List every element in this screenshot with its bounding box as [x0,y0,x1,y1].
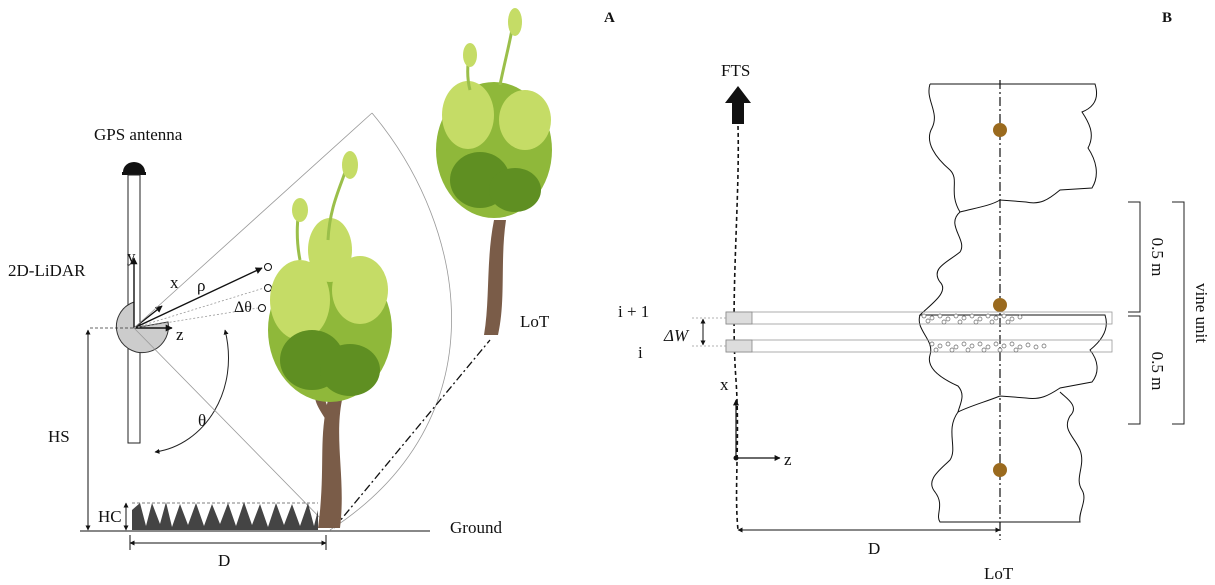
vine-unit-label: vine unit [1192,283,1211,343]
line-of-trees [333,339,491,529]
canopy-outline-left-mid [918,314,963,413]
scan-field-arc [329,112,452,531]
axis-x-label-b: x [720,375,729,394]
delta-theta-label: Δθ [234,299,252,316]
vine-plant-front-icon [268,151,392,528]
gps-antenna-label: GPS antenna [94,125,183,144]
point-cloud-i [929,341,1047,353]
tractor-trajectory [733,125,740,531]
canopy-outline-left-top [928,83,961,213]
slice-i-plus-1-label: i + 1 [618,302,649,321]
ray-3 [133,307,259,329]
delta-w-label: ΔW [663,326,690,345]
half-unit-bracket-top [1128,201,1141,313]
canopy-outline [918,83,1107,523]
theta-arc [154,329,229,454]
gps-antenna-base [122,172,146,175]
axis-z-label: z [176,325,184,344]
scan-slice-i [725,339,1113,353]
range-vector [133,267,263,329]
vine-trunk-marker-1 [993,123,1007,137]
sensor-footprint-i-plus-1 [725,311,753,325]
vine-unit-bracket [1172,201,1185,425]
gps-antenna-icon [123,162,145,172]
axis-x-arrow [133,305,163,329]
sensor-footprint-i [725,339,753,353]
theta-label: θ [198,411,206,430]
hs-label: HS [48,427,70,446]
rho-label: ρ [197,276,205,295]
half-unit-bottom-label: 0.5 m [1148,352,1167,391]
panel-a-label: A [604,10,615,26]
panel-b: B FTS x z LoT i + 1 i [618,10,1211,583]
d-label-b: D [868,539,880,558]
axis-z-label-b: z [784,450,792,469]
panel-b-label: B [1162,10,1172,26]
half-unit-top-label: 0.5 m [1148,238,1167,277]
scan-field-lower [133,327,331,529]
fts-arrow-icon [725,86,751,124]
panel-a: A GPS antenna 2D-LiDAR y x z ρ Δθ θ [8,8,615,570]
d-label: D [218,551,230,570]
axis-x-label: x [170,273,179,292]
ground-label: Ground [450,518,502,537]
scan-field-upper [133,112,373,329]
axis-y-label: y [127,247,136,266]
lot-label-b: LoT [984,564,1014,583]
hit-point-1 [264,263,272,271]
point-cloud-i-plus-1 [921,313,1023,325]
slice-i-label: i [638,343,643,362]
ray-2 [133,287,265,329]
origin-point [733,455,739,461]
fts-label: FTS [721,61,750,80]
vine-trunk-marker-2 [993,298,1007,312]
lidar-label: 2D-LiDAR [8,261,86,280]
hit-point-2 [264,284,272,292]
hit-point-3 [258,304,266,312]
half-unit-bracket-bottom [1128,315,1141,425]
vine-plant-back-icon [436,8,552,335]
lot-label: LoT [520,312,550,331]
cover-crop-icon [132,502,318,530]
hc-label: HC [98,507,122,526]
vine-trunk-marker-3 [993,463,1007,477]
